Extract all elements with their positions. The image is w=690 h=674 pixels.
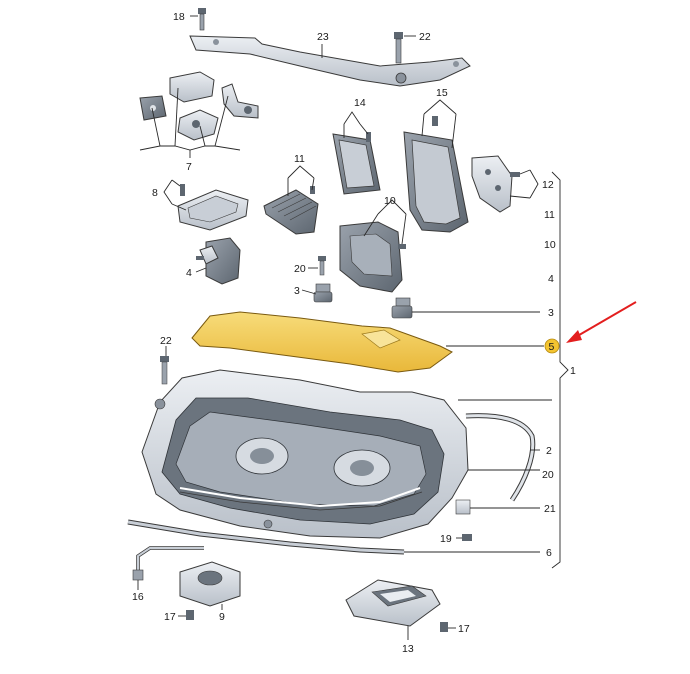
bracket-8	[177, 184, 249, 231]
label-13: 13	[402, 643, 414, 655]
seal-2	[465, 413, 536, 502]
label-12: 12	[542, 179, 554, 191]
bracket-set-7	[139, 71, 259, 141]
label-20-right: 20	[542, 469, 554, 481]
part-labels: 18 23 22 7 14 15 11 8 12 11 10 10 4 4 20…	[132, 11, 576, 655]
heatsink-11	[263, 186, 319, 235]
label-23: 23	[317, 31, 329, 43]
label-3-left: 3	[294, 285, 300, 297]
module-10	[339, 221, 406, 293]
housing-cover-5-highlighted	[191, 311, 453, 373]
cover-14	[332, 132, 381, 195]
label-22-top: 22	[419, 31, 431, 43]
label-14: 14	[354, 97, 366, 109]
label-5: 5	[549, 341, 555, 353]
screw-17-left	[186, 610, 194, 620]
bulb-3-right	[391, 297, 413, 319]
bracket-23	[189, 35, 471, 87]
label-22-left: 22	[160, 335, 172, 347]
screw-22-left	[160, 356, 169, 385]
screw-20-left	[318, 256, 326, 276]
screw-22-top	[394, 32, 403, 64]
red-arrow-pointer	[566, 301, 637, 343]
screw-17-right	[440, 622, 448, 632]
label-20-left: 20	[294, 263, 306, 275]
bulb-3-left	[313, 283, 333, 303]
connector-12	[471, 155, 520, 213]
clip-21	[455, 499, 471, 515]
screw-19	[462, 534, 472, 541]
label-21: 21	[544, 503, 556, 515]
label-17-right: 17	[458, 623, 470, 635]
control-unit-9	[179, 561, 241, 607]
label-18: 18	[173, 11, 185, 23]
label-15: 15	[436, 87, 448, 99]
label-11-left: 11	[294, 153, 305, 165]
label-16: 16	[132, 591, 144, 603]
label-8: 8	[152, 187, 158, 199]
motor-4	[196, 237, 241, 285]
label-3-right: 3	[548, 307, 554, 319]
highlight-marker-5: 5	[544, 338, 560, 354]
control-unit-13	[345, 579, 441, 627]
headlight-assembly-1	[141, 369, 469, 539]
label-2: 2	[546, 445, 552, 457]
seal-6	[127, 519, 405, 555]
label-9: 9	[219, 611, 225, 623]
label-7: 7	[186, 161, 192, 173]
label-4-right: 4	[548, 273, 554, 285]
label-4-left: 4	[186, 267, 192, 279]
label-17-left: 17	[164, 611, 176, 623]
label-19: 19	[440, 533, 452, 545]
label-10-mid: 10	[384, 195, 396, 207]
label-11-right: 11	[544, 209, 555, 221]
label-6: 6	[546, 547, 552, 559]
screw-18	[198, 8, 206, 31]
label-10-right: 10	[544, 239, 556, 251]
label-1: 1	[570, 365, 576, 377]
cover-15	[403, 116, 469, 233]
leader-lines	[137, 15, 569, 640]
